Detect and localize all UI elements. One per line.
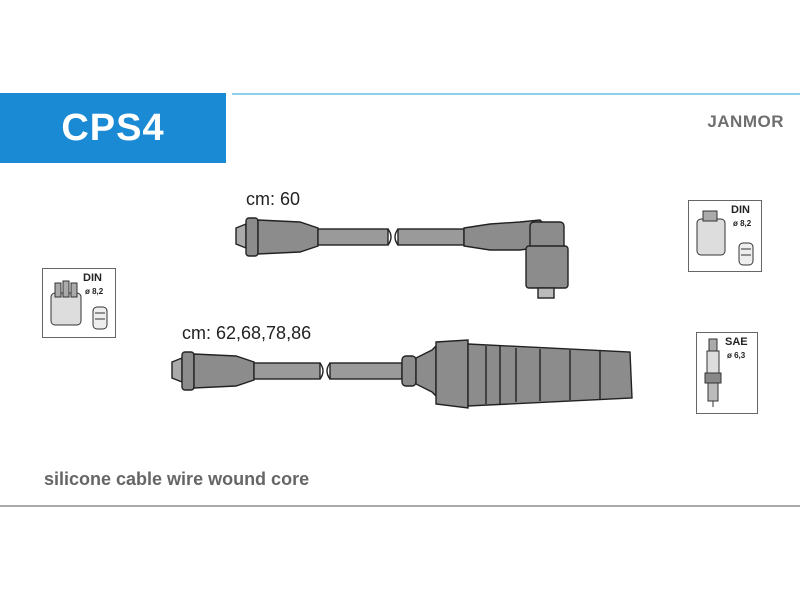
cable-2-length-label: cm: 62,68,78,86 (182, 323, 312, 343)
connector-left-standard: DIN (83, 272, 102, 284)
cable-2-boot-collar (181, 351, 195, 391)
cable-2-boot-neck (401, 355, 417, 387)
spark-plug-icon (704, 338, 722, 407)
header-box (0, 93, 226, 163)
cable-1-wire-right (397, 228, 465, 246)
cable-2-long-boot (467, 343, 633, 407)
connector-sae-right: SAE ø 6,3 (696, 332, 758, 414)
cable-2-terminal-icon (171, 356, 183, 384)
connector-right-bottom-standard: SAE (725, 336, 748, 348)
header-divider (232, 93, 800, 95)
cable-2-straight-boot (193, 353, 255, 389)
brand-name: JANMOR (707, 112, 784, 131)
cable-description: silicone cable wire wound core (44, 469, 310, 489)
cable-2-boot-flare (415, 344, 437, 398)
cable-1-plug-body (525, 245, 569, 289)
connector-din-right: DIN ø 8,2 (688, 200, 762, 272)
connector-right-top-standard: DIN (731, 204, 750, 216)
coil-connector-icon (696, 210, 754, 266)
connector-left-diameter: ø 8,2 (85, 287, 104, 296)
connector-right-bottom-diameter: ø 6,3 (727, 351, 746, 360)
cable-2-boot-ring (435, 339, 469, 409)
cable-1-boot-collar (245, 217, 259, 257)
cable-1-wire-left (317, 228, 389, 246)
cable-1-plug-tip-icon (537, 287, 555, 299)
connector-din-left: DIN ø 8,2 (42, 268, 116, 338)
cable-2 (171, 339, 633, 409)
cable-1-length-label: cm: 60 (246, 189, 301, 209)
footer-divider (0, 505, 800, 507)
distributor-cap-icon (50, 280, 108, 330)
cable-1-straight-boot (257, 219, 319, 255)
connector-right-top-diameter: ø 8,2 (733, 219, 752, 228)
cable-2-wire-left (253, 362, 321, 380)
part-number-title: CPS4 (61, 107, 165, 149)
cable-1 (235, 217, 569, 299)
cable-1-terminal-icon (235, 222, 247, 250)
cable-2-wire-right (329, 362, 403, 380)
